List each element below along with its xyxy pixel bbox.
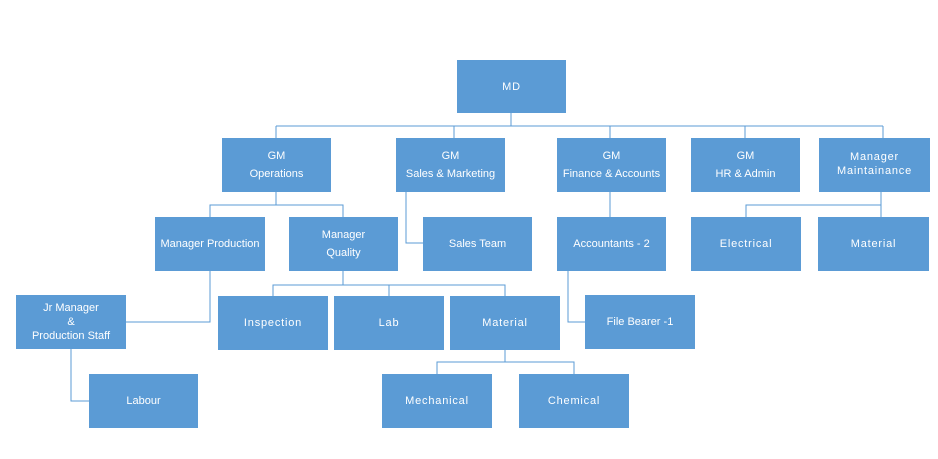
connector-maintenance-bus: [745, 192, 882, 217]
node-gm-finance[interactable]: GM Finance & Accounts: [557, 138, 666, 192]
node-gm-operations-line-1: GM: [267, 150, 286, 162]
node-inspection-label: Inspection: [243, 317, 303, 329]
node-manager-maintenance-line-1: Manager: [849, 151, 899, 163]
node-gm-operations-line-2: Operations: [249, 168, 304, 180]
node-sales-team[interactable]: Sales Team: [423, 217, 532, 271]
connector-operations-to-quality: [276, 204, 344, 217]
node-manager-maintenance[interactable]: Manager Maintainance: [819, 138, 930, 192]
node-maintenance-material[interactable]: Material: [818, 217, 929, 271]
node-file-bearer[interactable]: File Bearer -1: [585, 295, 695, 349]
node-electrical[interactable]: Electrical: [691, 217, 801, 271]
node-jr-manager[interactable]: Jr Manager & Production Staff: [16, 295, 126, 349]
node-maintenance-material-label: Material: [850, 238, 897, 250]
node-manager-quality[interactable]: Manager Quality: [289, 217, 398, 271]
node-jr-manager-line-2: &: [67, 316, 75, 328]
connector-quality-bus: [272, 271, 344, 296]
node-electrical-label: Electrical: [719, 238, 773, 250]
node-accountants[interactable]: Accountants - 2: [557, 217, 666, 271]
node-quality-material[interactable]: Material: [450, 296, 560, 350]
node-manager-quality-line-1: Manager: [321, 229, 366, 241]
node-lab[interactable]: Lab: [334, 296, 444, 350]
node-manager-maintenance-line-2: Maintainance: [836, 165, 913, 177]
node-chemical[interactable]: Chemical: [519, 374, 629, 428]
node-gm-hr-line-2: HR & Admin: [715, 168, 776, 180]
node-jr-manager-line-1: Jr Manager: [43, 302, 99, 314]
node-manager-quality-line-2: Quality: [326, 247, 361, 259]
node-md-label: MD: [502, 80, 521, 93]
node-quality-material-label: Material: [482, 317, 528, 329]
connector-quality-to-material: [343, 284, 506, 296]
connector-production-to-jr-manager: [126, 271, 211, 323]
node-gm-finance-line-1: GM: [602, 150, 621, 162]
node-jr-manager-line-3: Production Staff: [31, 330, 111, 342]
connector-material-bus: [436, 350, 506, 374]
node-labour-label: Labour: [126, 395, 161, 407]
connector-sales-to-team: [405, 192, 423, 244]
node-gm-hr-line-1: GM: [736, 150, 755, 162]
node-sales-team-label: Sales Team: [448, 238, 507, 250]
connector-operations-bus: [209, 192, 277, 217]
node-lab-label: Lab: [378, 317, 400, 329]
node-mechanical-label: Mechanical: [405, 395, 469, 407]
node-gm-sales-line-2: Sales & Marketing: [405, 168, 496, 180]
node-md[interactable]: MD: [457, 60, 566, 113]
node-file-bearer-label: File Bearer -1: [606, 316, 674, 328]
connector-material-to-chemical: [505, 361, 575, 374]
connector-jr-manager-to-labour: [70, 349, 89, 402]
connector-accountants-to-file-bearer: [567, 271, 585, 323]
node-mechanical[interactable]: Mechanical: [382, 374, 492, 428]
node-accountants-label: Accountants - 2: [573, 238, 650, 250]
node-manager-production-label: Manager Production: [160, 238, 260, 250]
node-labour[interactable]: Labour: [89, 374, 198, 428]
node-chemical-label: Chemical: [547, 395, 601, 407]
node-gm-sales[interactable]: GM Sales & Marketing: [396, 138, 505, 192]
node-inspection[interactable]: Inspection: [218, 296, 328, 350]
node-gm-finance-line-2: Finance & Accounts: [562, 168, 661, 180]
node-gm-sales-line-1: GM: [441, 150, 460, 162]
node-gm-hr[interactable]: GM HR & Admin: [691, 138, 800, 192]
node-gm-operations[interactable]: GM Operations: [222, 138, 331, 192]
node-manager-production[interactable]: Manager Production: [155, 217, 265, 271]
